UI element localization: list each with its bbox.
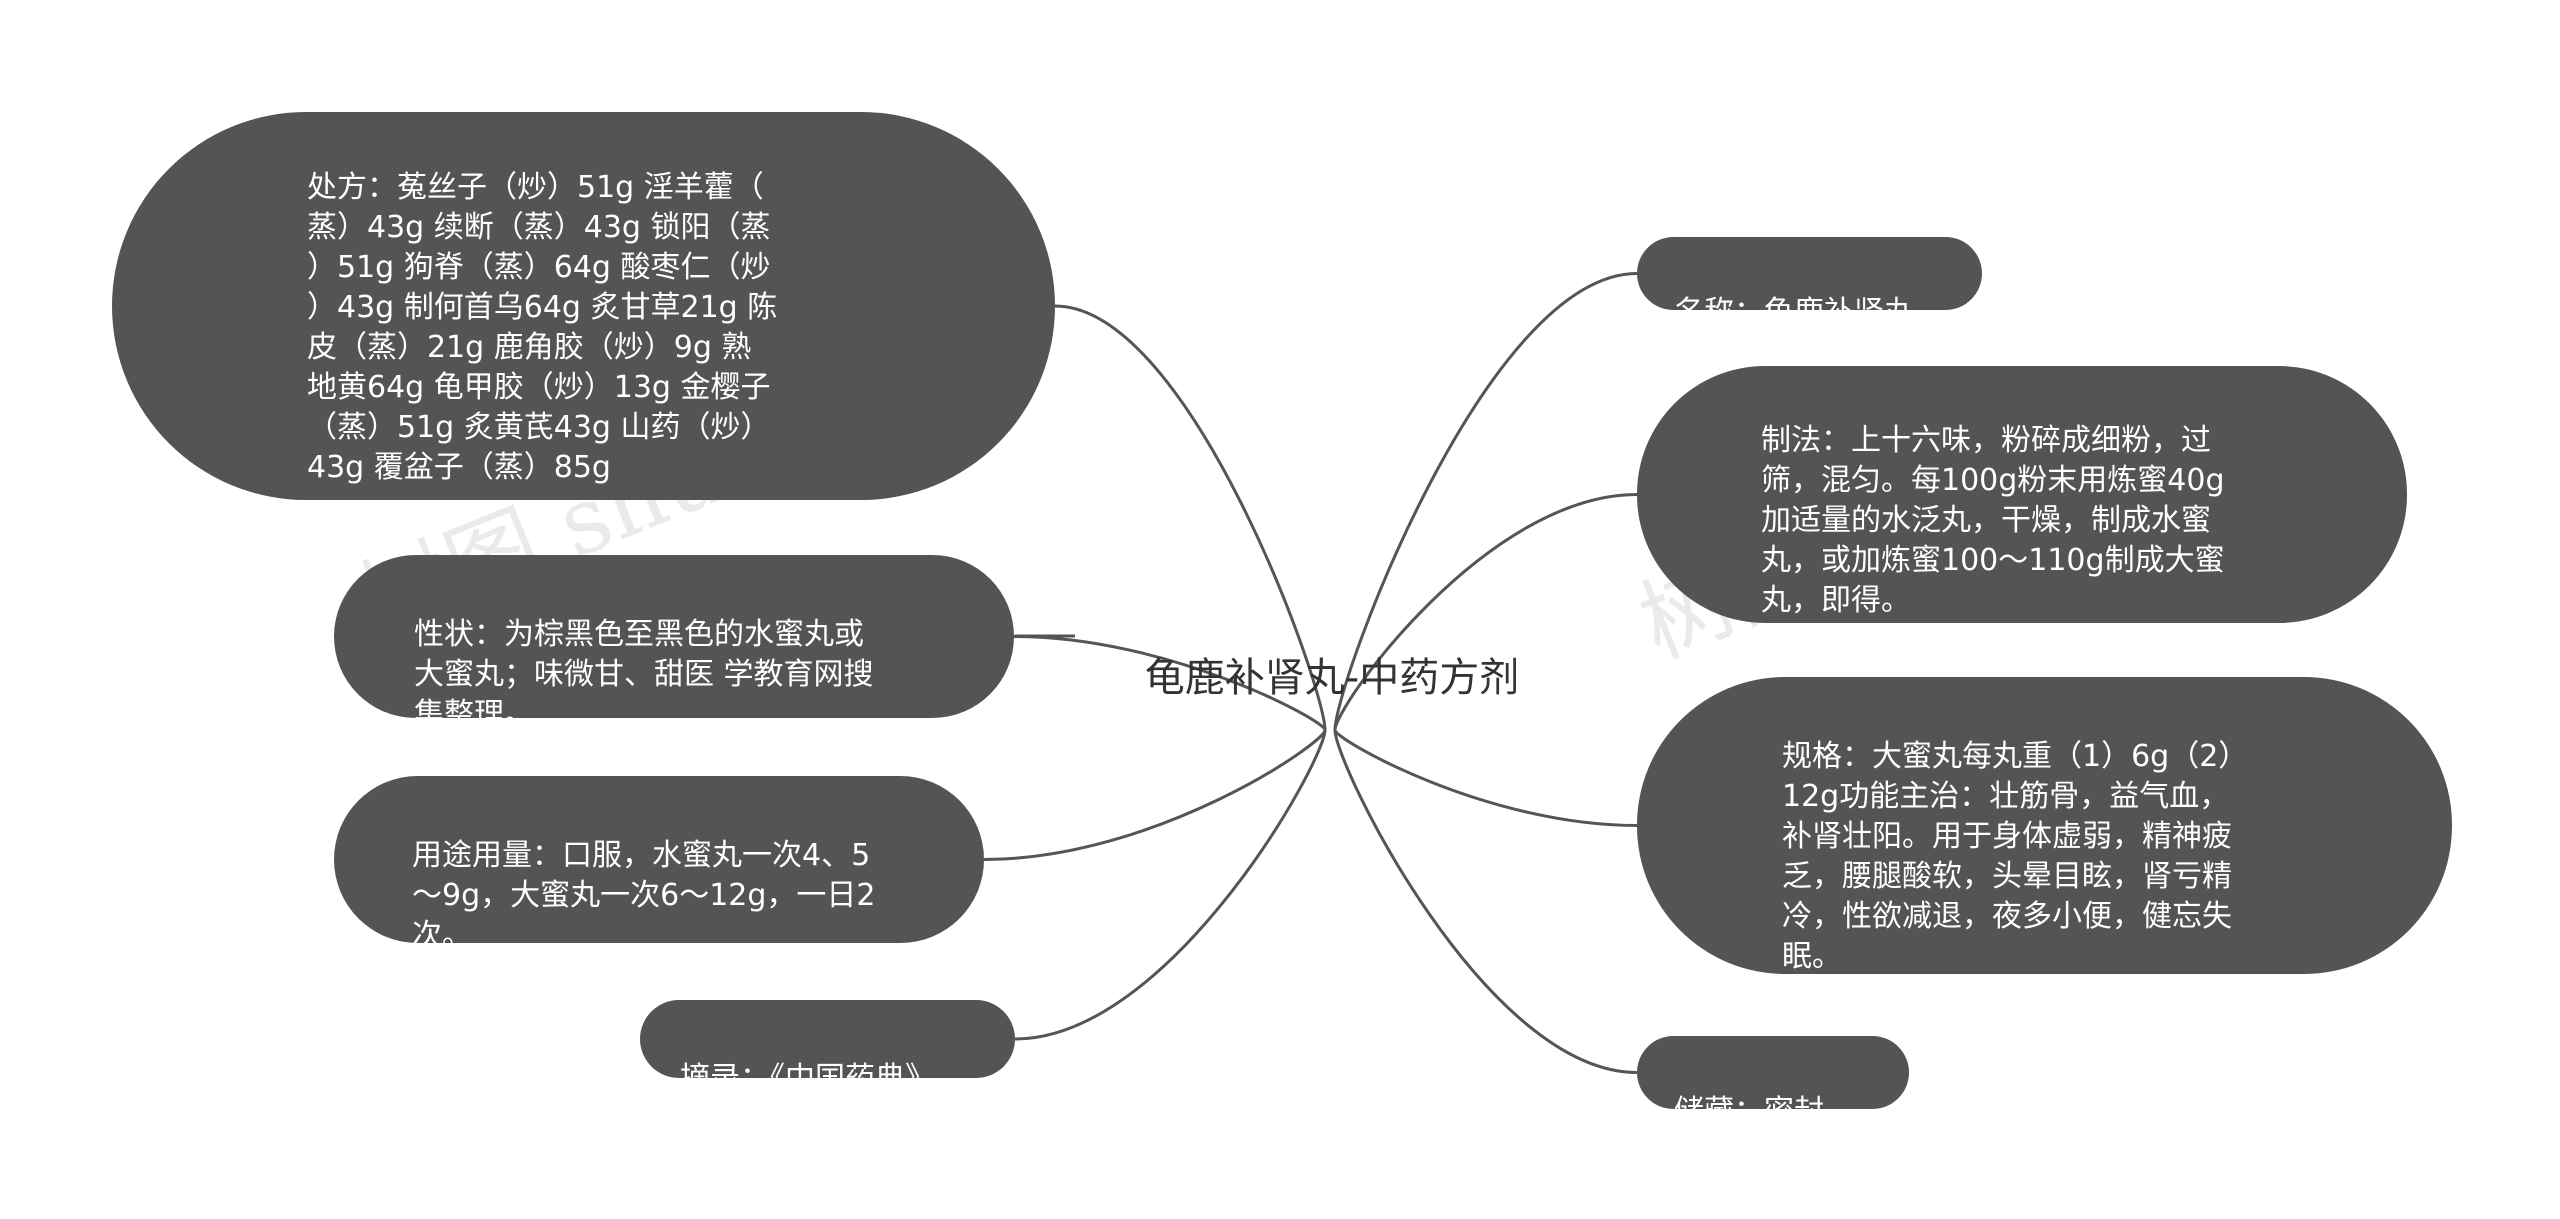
node-appearance[interactable]: 性状：为棕黑色至黑色的水蜜丸或 大蜜丸；味微甘、甜医 学教育网搜 集整理。 bbox=[334, 555, 1014, 718]
center-topic[interactable]: 龟鹿补肾丸-中药方剂 bbox=[1072, 636, 1592, 712]
connector-left-0 bbox=[1054, 304, 1327, 731]
connector-left-1 bbox=[1013, 635, 1327, 731]
node-specification-text: 规格：大蜜丸每丸重（1）6g（2） 12g功能主治：壮筋骨，益气血， 补肾壮阳。… bbox=[1782, 739, 2249, 974]
node-prescription[interactable]: 处方：菟丝子（炒）51g 淫羊藿（ 蒸）43g 续断（蒸）43g 锁阳（蒸 ）5… bbox=[112, 112, 1055, 500]
connector-right-2 bbox=[1333, 729, 1638, 827]
node-storage-text: 储藏：密封。 bbox=[1674, 1092, 1889, 1109]
node-prescription-text: 处方：菟丝子（炒）51g 淫羊藿（ 蒸）43g 续断（蒸）43g 锁阳（蒸 ）5… bbox=[307, 170, 778, 485]
connector-left-2 bbox=[983, 729, 1327, 861]
connector-right-3 bbox=[1333, 729, 1638, 1074]
node-specification[interactable]: 规格：大蜜丸每丸重（1）6g（2） 12g功能主治：壮筋骨，益气血， 补肾壮阳。… bbox=[1637, 677, 2452, 974]
center-topic-label: 龟鹿补肾丸-中药方剂 bbox=[1144, 655, 1520, 701]
node-name-text: 名称：龟鹿补肾丸 bbox=[1674, 293, 1962, 310]
node-source-text: 摘录：《中国药典》 bbox=[680, 1059, 995, 1078]
node-appearance-text: 性状：为棕黑色至黑色的水蜜丸或 大蜜丸；味微甘、甜医 学教育网搜 集整理。 bbox=[414, 617, 874, 718]
node-usage-dosage[interactable]: 用途用量：口服，水蜜丸一次4、5 ～9g，大蜜丸一次6～12g，一日2 次。 bbox=[334, 776, 984, 943]
node-name[interactable]: 名称：龟鹿补肾丸 bbox=[1637, 237, 1982, 310]
node-preparation[interactable]: 制法：上十六味，粉碎成细粉，过 筛，混匀。每100g粉末用炼蜜40g 加适量的水… bbox=[1637, 366, 2407, 623]
node-preparation-text: 制法：上十六味，粉碎成细粉，过 筛，混匀。每100g粉末用炼蜜40g 加适量的水… bbox=[1761, 423, 2225, 618]
node-source[interactable]: 摘录：《中国药典》 bbox=[640, 1000, 1015, 1078]
connector-right-0 bbox=[1333, 272, 1638, 731]
connector-left-3 bbox=[1014, 729, 1327, 1041]
node-usage-dosage-text: 用途用量：口服，水蜜丸一次4、5 ～9g，大蜜丸一次6～12g，一日2 次。 bbox=[412, 838, 876, 943]
connector-right-1 bbox=[1333, 493, 1638, 731]
node-storage[interactable]: 储藏：密封。 bbox=[1637, 1036, 1909, 1109]
